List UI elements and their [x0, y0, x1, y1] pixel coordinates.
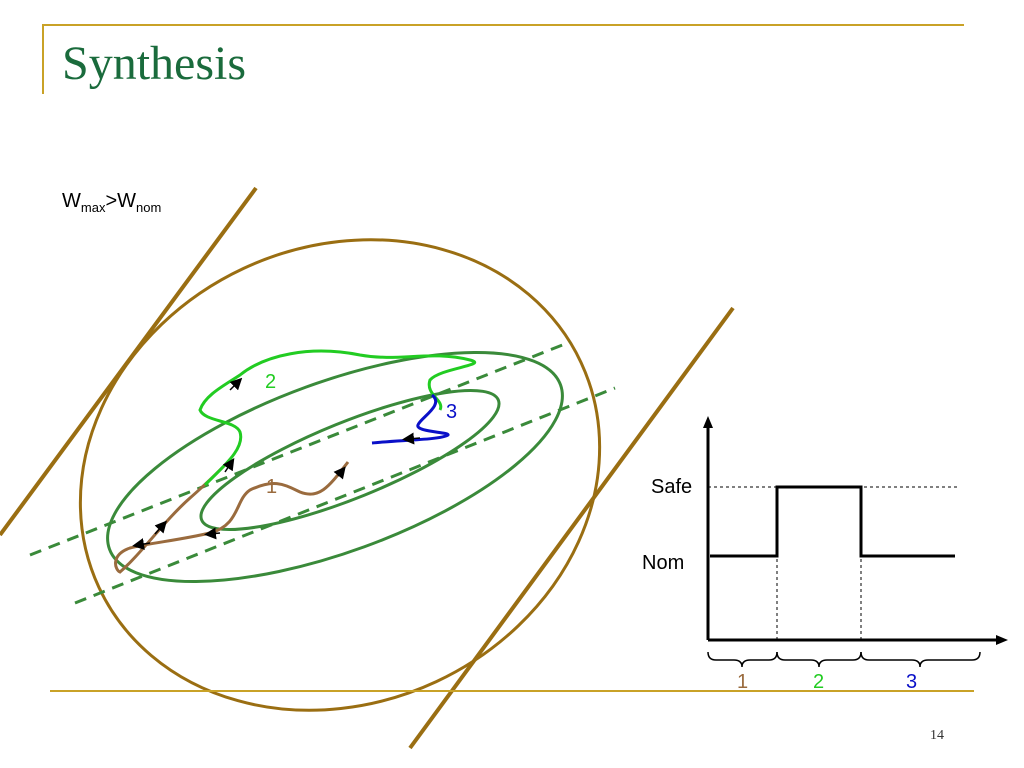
trajectory-1-arrow-d — [333, 466, 346, 480]
interval-brace-1 — [707, 651, 778, 668]
interval-label-3: 3 — [906, 671, 917, 693]
top-rule — [42, 24, 964, 26]
slide-title: Synthesis — [62, 37, 247, 90]
w-symbol-2: W — [117, 190, 137, 212]
interval-label-1: 1 — [737, 671, 748, 693]
trajectory-3 — [371, 393, 450, 445]
inner-ellipse — [199, 388, 501, 532]
bottom-rule — [50, 690, 974, 692]
condition-label: Wmax>Wnom — [62, 190, 161, 215]
trajectory-1-label: 1 — [266, 476, 277, 498]
w-symbol: W — [62, 190, 81, 212]
safe-label: Safe — [651, 476, 692, 498]
trajectory-2-label: 2 — [265, 371, 276, 393]
outer-boundary-line-right — [408, 306, 735, 750]
middle-ellipse — [106, 350, 564, 584]
nom-label: Nom — [642, 552, 684, 574]
trajectory-2-arrow-b — [229, 377, 243, 391]
outer-ellipse — [78, 238, 602, 712]
trajectory-1-arrow-c — [154, 520, 167, 535]
w-max-subscript: max — [80, 200, 106, 215]
trajectory-3-arrow — [402, 432, 421, 445]
trajectory-1 — [114, 460, 350, 574]
interval-label-2: 2 — [813, 671, 824, 693]
greater-than-symbol: > — [105, 190, 118, 212]
trajectory-2-arrow-a — [222, 458, 235, 473]
left-rule — [42, 24, 44, 94]
timeline-y-axis-arrowhead — [703, 416, 713, 428]
w-nom-subscript: nom — [136, 200, 162, 215]
dashed-band-line-lower — [74, 386, 616, 605]
trajectory-1-arrow-a — [204, 527, 221, 540]
step-signal — [710, 485, 955, 558]
interval-brace-2 — [776, 651, 862, 668]
interval-brace-3 — [860, 651, 981, 668]
trajectory-3-label: 3 — [446, 401, 457, 423]
trajectory-1-arrow-b — [132, 538, 151, 550]
dashed-band-line-upper — [29, 340, 571, 557]
page-number: 14 — [930, 728, 944, 743]
trajectory-2 — [198, 349, 476, 487]
timeline-x-axis-arrowhead — [996, 635, 1008, 645]
